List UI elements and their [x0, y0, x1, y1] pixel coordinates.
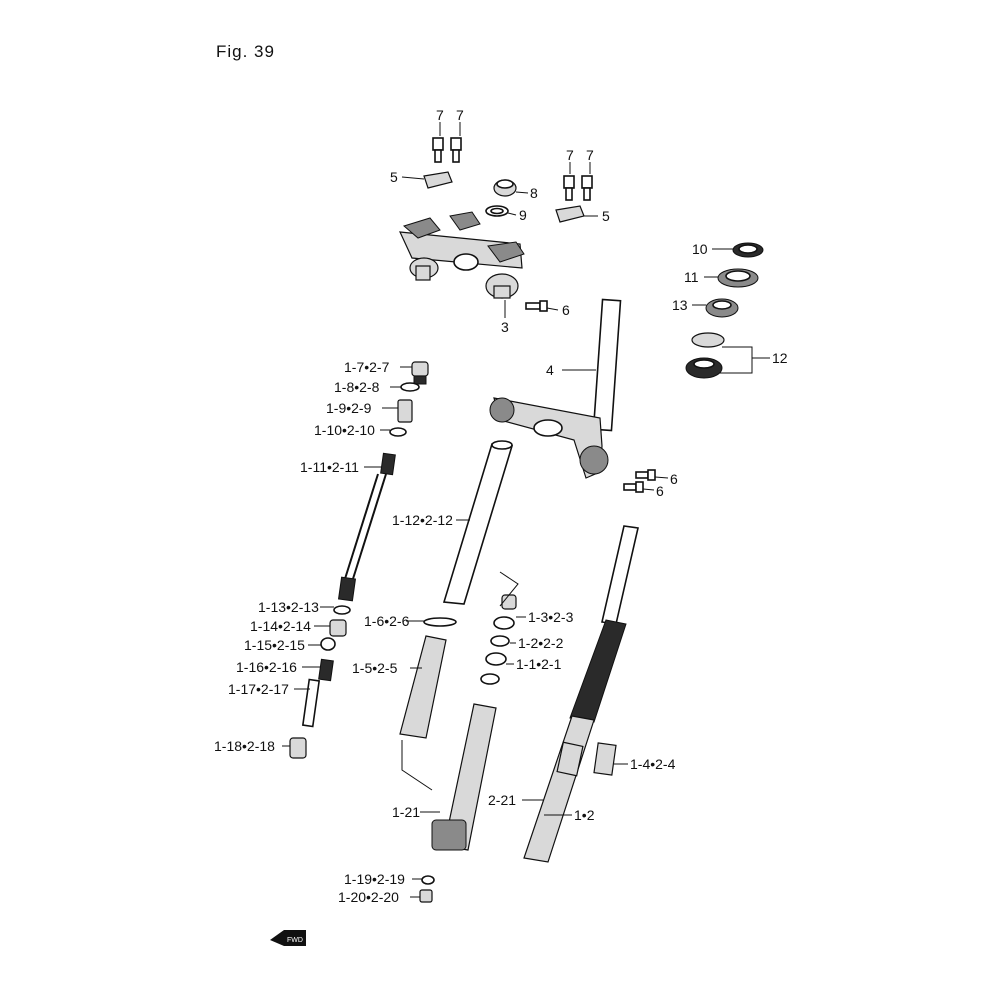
- label-1-3: 1-3•2-3: [528, 609, 574, 625]
- guide-bushing: [480, 673, 500, 685]
- label-1-19: 1-19•2-19: [344, 871, 405, 887]
- label-1-15: 1-15•2-15: [244, 637, 305, 653]
- label-1-10: 1-10•2-10: [314, 422, 375, 438]
- label-7-b: 7: [456, 107, 464, 123]
- label-1-2: 1-2•2-2: [518, 635, 564, 651]
- steering-bearing-set: [685, 242, 764, 379]
- label-1-20: 1-20•2-20: [338, 889, 399, 905]
- label-5-b: 5: [602, 208, 610, 224]
- label-1-13: 1-13•2-13: [258, 599, 319, 615]
- label-1-8: 1-8•2-8: [334, 379, 380, 395]
- fork-outer-tube-right: [523, 715, 595, 863]
- damper-rod: [301, 678, 321, 728]
- label-1-11: 1-11•2-11: [300, 459, 359, 475]
- fork-spring: [337, 452, 396, 602]
- label-3: 3: [501, 319, 509, 335]
- label-7-c: 7: [566, 147, 574, 163]
- label-1-6: 1-6•2-6: [364, 613, 410, 629]
- clamp-bolt-lower-1: [635, 471, 649, 479]
- fork-o-ring: [400, 382, 420, 392]
- fork-reflector-mount: [556, 741, 584, 777]
- label-6-a: 6: [562, 302, 570, 318]
- bolt-group-right: [563, 175, 593, 201]
- stopper-ring: [490, 635, 510, 647]
- label-6-c: 6: [656, 483, 664, 499]
- label-1-12: 1-12•2-12: [392, 512, 453, 528]
- label-9: 9: [519, 207, 527, 223]
- label-1-18: 1-18•2-18: [214, 738, 275, 754]
- clamp-bolt-upper: [525, 302, 541, 310]
- damper-spring: [318, 658, 334, 682]
- label-12: 12: [772, 350, 788, 366]
- fork-slide-bushing: [501, 594, 517, 610]
- fwd-text: FWD: [287, 937, 303, 944]
- rebound-washer: [333, 605, 351, 615]
- label-1-1: 1-1•2-1: [516, 656, 562, 672]
- drain-washer: [421, 875, 435, 885]
- damper-piston: [320, 637, 336, 651]
- label-11: 11: [684, 269, 699, 285]
- figure-title: Fig. 39: [216, 42, 275, 61]
- label-1-4: 1-4•2-4: [630, 756, 676, 772]
- fork-washer: [389, 427, 407, 437]
- clamp-bolt-lower-2: [623, 483, 637, 491]
- label-7-d: 7: [586, 147, 594, 163]
- label-10: 10: [692, 241, 708, 257]
- fork-spacer: [397, 399, 413, 423]
- label-13: 13: [672, 297, 688, 313]
- steering-stem: [489, 298, 622, 479]
- fwd-arrow-icon: FWD: [270, 930, 306, 946]
- label-1-9: 1-9•2-9: [326, 400, 372, 416]
- upper-triple-clamp: [399, 211, 525, 299]
- label-1-21: 1-21: [392, 804, 420, 820]
- label-8: 8: [530, 185, 538, 201]
- caliper-mount-left: [431, 819, 467, 851]
- damper-collar: [329, 619, 347, 637]
- inner-fork-tube: [442, 443, 514, 605]
- handlebar-clamp-left: [423, 171, 453, 189]
- fork-reflector: [593, 742, 617, 776]
- label-1-14: 1-14•2-14: [250, 618, 311, 634]
- label-4: 4: [546, 362, 554, 378]
- fork-gaiter-right: [569, 619, 627, 723]
- label-2-21: 2-21: [488, 792, 516, 808]
- bolt-group-left: [432, 137, 462, 163]
- label-1-16: 1-16•2-16: [236, 659, 297, 675]
- label-1-17: 1-17•2-17: [228, 681, 289, 697]
- label-1-2-pair: 1•2: [574, 807, 595, 823]
- oil-seal: [485, 652, 507, 666]
- handlebar-clamp-right: [555, 205, 585, 223]
- label-5-a: 5: [390, 169, 398, 185]
- label-1-7: 1-7•2-7: [344, 359, 390, 375]
- gaiter-clip: [423, 617, 457, 627]
- dust-seal: [493, 616, 515, 630]
- label-7-a: 7: [436, 107, 444, 123]
- fork-cap-bolt: [411, 361, 429, 385]
- label-1-5: 1-5•2-5: [352, 660, 398, 676]
- drain-bolt: [419, 889, 433, 903]
- fork-gaiter-left: [399, 635, 447, 739]
- inner-tube-right: [601, 525, 639, 625]
- fork-outer-tube-left: [443, 703, 497, 851]
- oil-lock-piece: [289, 737, 307, 759]
- label-6-b: 6: [670, 471, 678, 487]
